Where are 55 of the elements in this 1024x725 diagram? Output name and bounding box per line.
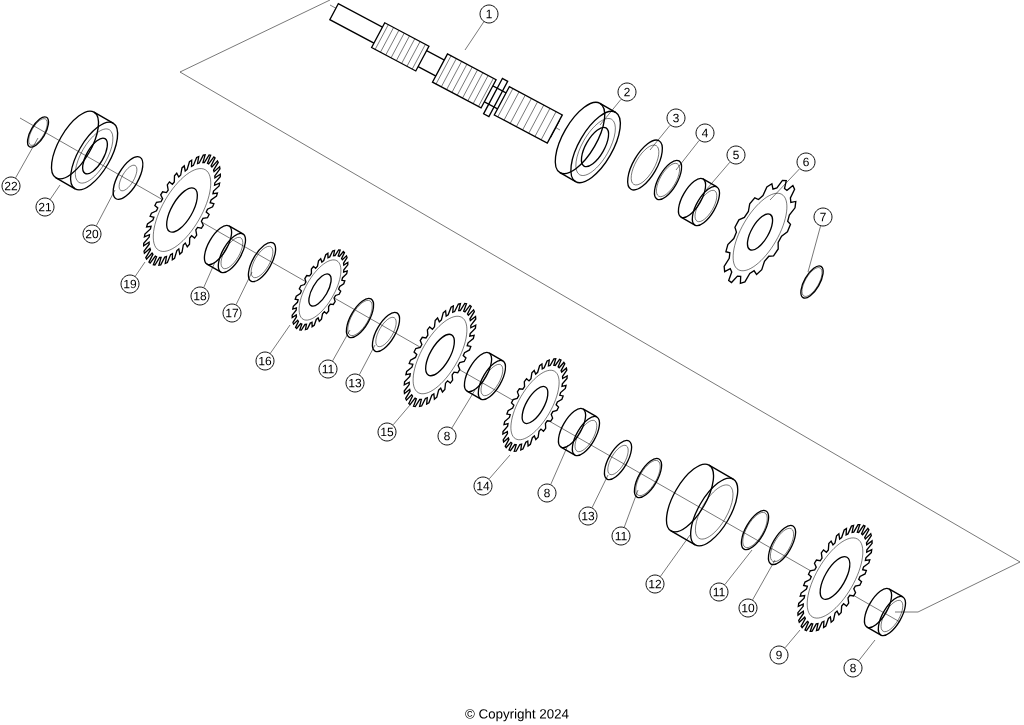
callout-number: 2: [617, 82, 637, 102]
callout-number: 16: [255, 351, 275, 371]
leader-line: [332, 329, 351, 362]
callout-number: 10: [738, 598, 758, 618]
callout-number: 14: [473, 476, 493, 496]
callout-number: 6: [796, 152, 816, 172]
callout-number: 17: [222, 303, 242, 323]
leader-line: [135, 261, 146, 277]
leader-line: [649, 125, 671, 151]
leader-line: [451, 389, 476, 429]
leader-line: [203, 261, 216, 288]
leader-line: [705, 161, 731, 191]
callout-number: 11: [709, 582, 729, 602]
leader-line: [50, 184, 61, 200]
callout-number: 8: [437, 426, 457, 446]
callout-number: 15: [377, 422, 397, 442]
leader-line: [784, 629, 801, 649]
copyright-notice: © Copyright 2024: [465, 708, 569, 722]
leader-line: [858, 639, 876, 661]
callout-number: 13: [578, 506, 598, 526]
callout-number: 8: [843, 658, 863, 678]
leader-line: [752, 559, 776, 600]
callout-number: 19: [120, 274, 140, 294]
leader-line: [392, 404, 411, 426]
callout-number: 22: [1, 176, 21, 196]
callout-number: 4: [695, 123, 715, 143]
callout-number: 9: [769, 645, 789, 665]
leader-line: [464, 21, 485, 51]
leader-line: [96, 189, 116, 226]
callout-number: 1: [479, 4, 499, 24]
callout-number: 3: [666, 108, 686, 128]
leader-line: [675, 140, 700, 171]
leader-line: [591, 474, 609, 508]
leader-line: [769, 168, 800, 201]
leader-line: [599, 99, 622, 126]
leader-line: [550, 444, 569, 485]
callout-number: 18: [190, 286, 210, 306]
callout-number: 5: [726, 145, 746, 165]
leader-line: [724, 549, 753, 585]
callout-number: 21: [35, 197, 55, 217]
leader-line: [624, 489, 639, 528]
callout-number: 13: [345, 373, 365, 393]
callout-number: 12: [645, 574, 665, 594]
callout-number: 8: [537, 483, 557, 503]
leader-line: [235, 271, 253, 305]
callout-number: 11: [611, 526, 631, 546]
callout-number: 7: [813, 207, 833, 227]
leader-line: [270, 324, 291, 354]
callout-number: 11: [318, 359, 338, 379]
callout-number: 20: [82, 224, 102, 244]
leader-line: [15, 137, 39, 178]
leader-line: [660, 534, 691, 577]
leader-line: [807, 225, 821, 273]
leader-line: [359, 344, 376, 375]
leader-line: [488, 454, 511, 480]
